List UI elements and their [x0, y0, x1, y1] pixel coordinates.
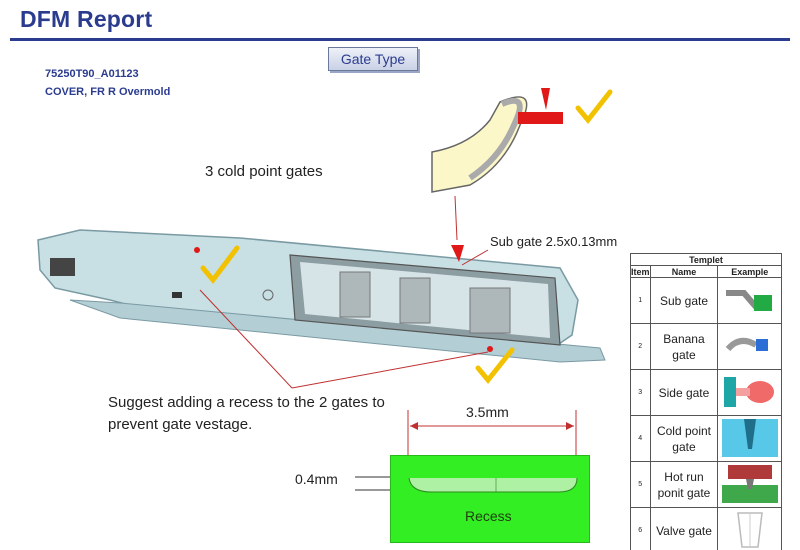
templet-row-num: 1	[630, 277, 651, 324]
part-name: COVER, FR R Overmold	[45, 86, 171, 98]
templet-row-num: 6	[630, 507, 651, 550]
suggestion-leader-left	[199, 289, 293, 389]
gate-closeup-figure	[431, 88, 613, 193]
templet-row-name: Side gate	[649, 369, 719, 416]
templet-row-name: Valve gate	[649, 507, 719, 550]
templet-header-item: Item	[630, 265, 651, 278]
part-number: 75250T90_A01123	[45, 68, 139, 80]
hot-runner-gate-example-icon	[717, 461, 782, 508]
templet-row-name: Banana gate	[649, 323, 719, 370]
recess-figure	[390, 455, 590, 543]
gate-marker-icon	[541, 88, 550, 110]
templet-row: 6 Valve gate	[630, 507, 782, 550]
gate-point-left	[194, 247, 200, 253]
title-divider	[10, 38, 790, 41]
depth-dimension-label: 0.4mm	[295, 471, 338, 487]
recess-label: Recess	[465, 508, 512, 524]
templet-row-num: 4	[630, 415, 651, 462]
gate-point-right	[487, 346, 493, 352]
suggestion-line-1: Suggest adding a recess to the 2 gates t…	[108, 394, 385, 411]
gate-type-badge: Gate Type	[328, 47, 418, 71]
templet-row-name: Cold point gate	[649, 415, 719, 462]
templet-row: 4 Cold point gate	[630, 415, 782, 462]
suggestion-note: Suggest adding a recess to the 2 gates t…	[108, 392, 448, 436]
suggestion-line-2: prevent gate vestage.	[108, 416, 253, 433]
templet-row: 5 Hot run ponit gate	[630, 461, 782, 508]
templet-row: 3 Side gate	[630, 369, 782, 416]
check-icon	[475, 347, 515, 384]
cold-point-gate-example-icon	[717, 415, 782, 462]
report-title: DFM Report	[20, 6, 153, 32]
width-dimension-label: 3.5mm	[466, 404, 509, 420]
sub-gate-marker-icon	[451, 245, 464, 262]
banana-gate-example-icon	[717, 323, 782, 370]
templet-row-name: Hot run ponit gate	[649, 461, 719, 508]
cold-gates-label: 3 cold point gates	[205, 163, 323, 180]
templet-row-num: 2	[630, 323, 651, 370]
templet-row-name: Sub gate	[649, 277, 719, 324]
templet-row-num: 5	[630, 461, 651, 508]
sub-gate-example-icon	[717, 277, 782, 324]
check-icon	[200, 245, 240, 285]
templet-row: 1 Sub gate	[630, 277, 782, 324]
sub-gate-label: Sub gate 2.5x0.13mm	[490, 234, 618, 249]
templet-header-name: Name	[649, 265, 719, 278]
templet-caption: Templet	[630, 253, 782, 266]
templet-row-num: 3	[630, 369, 651, 416]
templet-row: 2 Banana gate	[630, 323, 782, 370]
check-icon	[575, 89, 613, 124]
gate-runner-block	[518, 112, 563, 124]
templet-header-example: Example	[717, 265, 782, 278]
cover-part-figure	[37, 229, 606, 384]
templet-table: Templet Item Name Example 1 Sub gate 2 B…	[630, 253, 782, 550]
sub-gate-leader	[461, 249, 489, 266]
side-gate-example-icon	[717, 369, 782, 416]
closeup-arrow	[454, 195, 458, 241]
suggestion-leader-right	[291, 351, 489, 389]
valve-gate-example-icon	[717, 507, 782, 550]
